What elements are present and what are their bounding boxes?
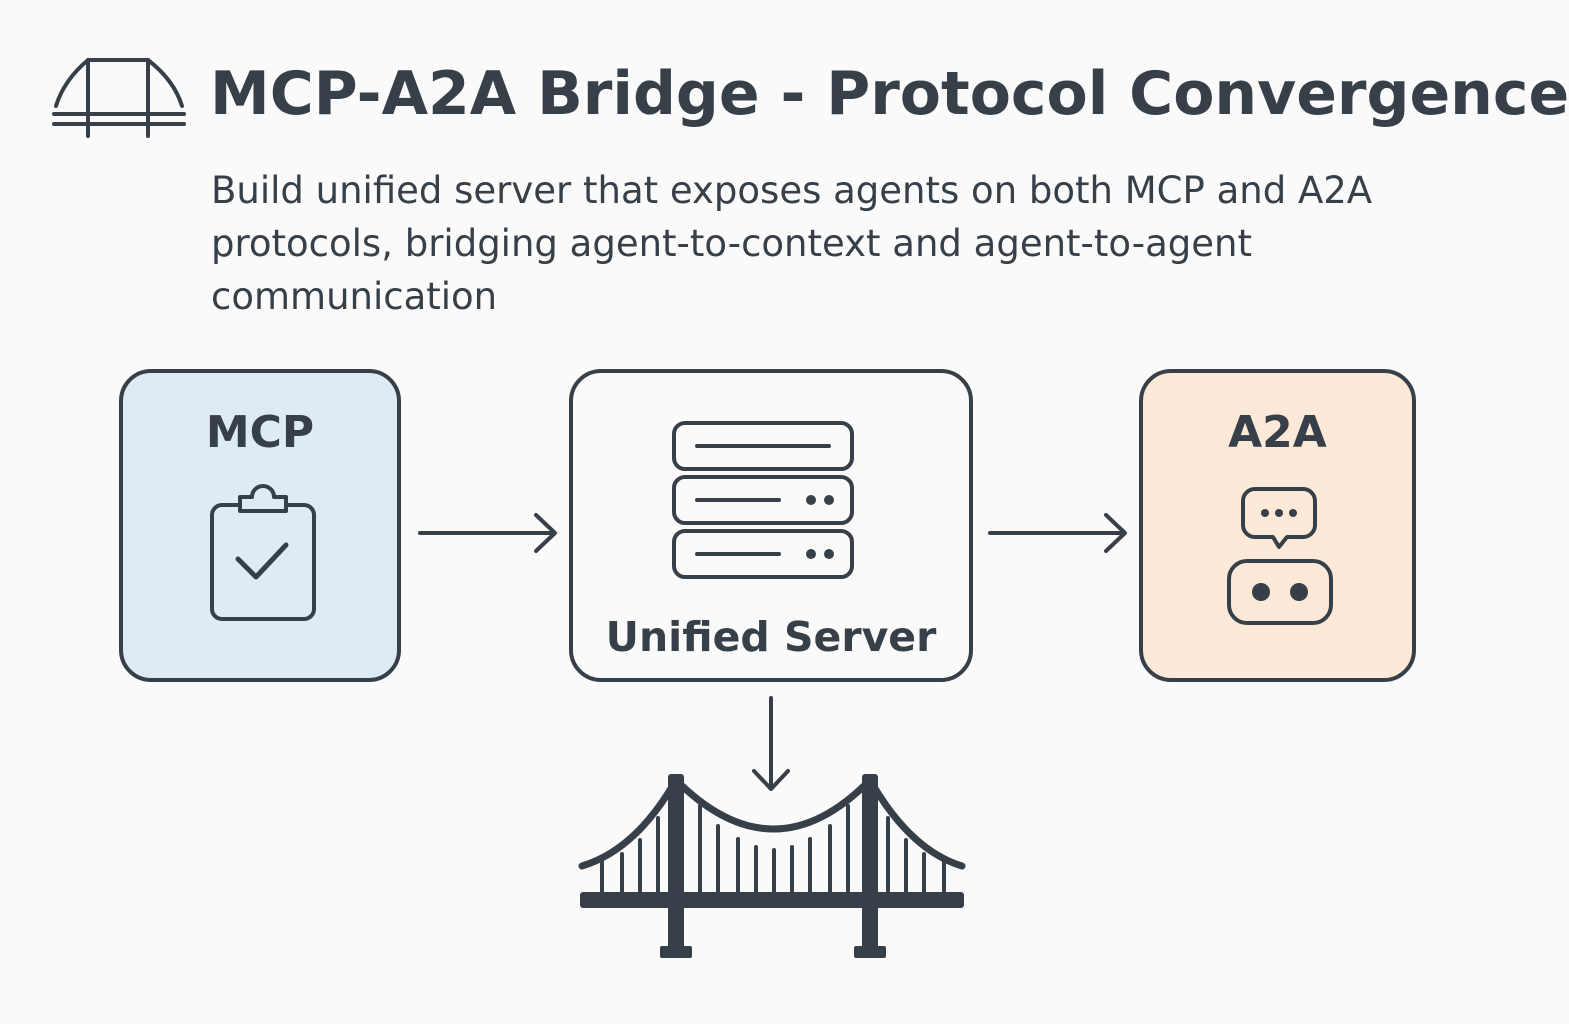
node-a2a-label: A2A [1228, 407, 1327, 458]
arrow-server-to-a2a [988, 513, 1127, 553]
arrow-mcp-to-server [418, 513, 557, 553]
robot-chat-icon [1227, 487, 1333, 625]
node-a2a: A2A [1139, 369, 1416, 682]
clipboard-check-icon [210, 484, 316, 621]
node-server-label: Unified Server [605, 613, 937, 661]
server-stack-icon [672, 421, 854, 579]
arrow-server-to-bridge [752, 696, 790, 791]
node-mcp-label: MCP [205, 407, 315, 458]
page-subtitle: Build unified server that exposes agents… [211, 169, 1373, 318]
page-title: MCP-A2A Bridge - Protocol Convergence [210, 59, 1569, 129]
node-mcp: MCP [119, 369, 401, 682]
bridge-icon [52, 58, 186, 138]
node-unified-server: Unified Server [569, 369, 973, 682]
diagram-connectors [418, 513, 1127, 791]
suspension-bridge-icon [578, 774, 966, 958]
